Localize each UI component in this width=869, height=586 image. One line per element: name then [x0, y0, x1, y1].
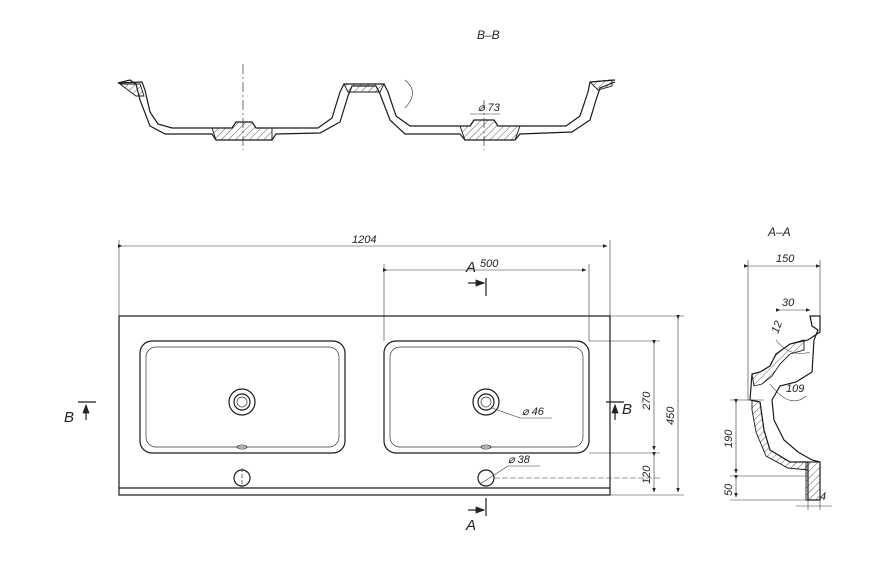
section-bb-middle-rim — [343, 83, 385, 93]
section-bb-view: B–B ⌀ 73 — [117, 28, 616, 150]
plan-bowl-right-outer — [383, 340, 590, 454]
plan-drain-right-mid — [477, 393, 495, 411]
plan-bowl-right-inner — [389, 346, 584, 448]
leader-drain-dia — [491, 407, 521, 419]
dim-aa-base: 50 — [723, 483, 735, 496]
section-bb-drain-left — [211, 121, 273, 141]
dim-tap-offset: 120 — [641, 465, 653, 484]
plan-overflow-left — [236, 444, 248, 450]
cut-a-bottom-label: A — [465, 517, 476, 534]
plan-outline — [118, 315, 611, 496]
section-bb-drain-dia: ⌀ 73 — [478, 102, 501, 114]
plan-overflow-right — [480, 444, 492, 450]
plan-drain-left-outer — [228, 388, 256, 416]
section-aa-wall — [751, 339, 805, 387]
plan-drain-left-inner — [236, 396, 248, 408]
dim-drain-dia: ⌀ 46 — [522, 406, 545, 418]
cut-b-right-label: B — [622, 401, 632, 418]
section-bb-wall-left — [118, 83, 145, 97]
plan-bowl-left-inner — [145, 346, 340, 448]
dim-bowl-depth: 270 — [641, 391, 653, 411]
plan-drain-left-mid — [233, 393, 251, 411]
section-bb-wall-right — [589, 79, 613, 91]
dim-aa-depth: 150 — [776, 253, 795, 265]
dim-aa-height: 190 — [723, 429, 735, 448]
dim-aa-bowl-arc — [769, 383, 807, 402]
dim-overall-length: 1204 — [352, 234, 376, 246]
section-aa-base — [805, 461, 821, 501]
dim-aa-rim: 30 — [782, 297, 795, 309]
cut-b-left-label: B — [64, 409, 74, 426]
section-bb-title: B–B — [477, 28, 500, 42]
dim-aa-angle: 12 — [770, 319, 785, 335]
leader-tap-dia — [479, 465, 509, 485]
dim-overall-depth: 450 — [665, 406, 677, 425]
section-aa-drain-body — [751, 399, 809, 471]
section-aa-view: A–A 150 30 12 109 190 50 4 — [723, 225, 832, 510]
plan-drain-right-inner — [480, 396, 492, 408]
dim-tap-dia: ⌀ 38 — [508, 454, 531, 466]
plan-bowl-left-outer — [139, 340, 346, 454]
section-aa-title: A–A — [767, 225, 791, 239]
dim-aa-thickness: 4 — [820, 491, 826, 503]
dim-bowl-length: 500 — [480, 258, 499, 270]
plan-view: 1204 500 A A B B 450 270 — [64, 234, 684, 534]
cut-a-top-label: A — [465, 259, 476, 276]
dim-aa-bowl-depth: 109 — [786, 383, 804, 395]
section-bb-angle-arc — [404, 79, 413, 109]
dim-aa-angle-arc — [775, 339, 811, 354]
plan-drain-right-outer — [472, 388, 500, 416]
section-bb-drain-right — [459, 119, 521, 141]
